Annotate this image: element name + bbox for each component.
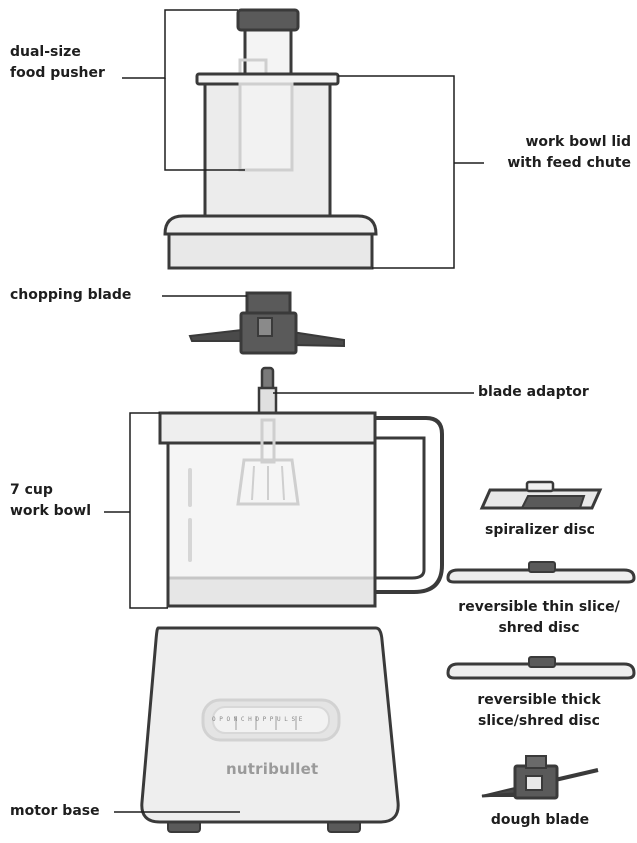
label-thick-disc-line2: slice/shred disc <box>446 711 632 732</box>
label-thin-disc-line1: reversible thin slice/ <box>446 597 632 618</box>
label-motor-base: motor base <box>10 801 100 822</box>
label-thick-disc-line1: reversible thick <box>446 690 632 711</box>
label-thin-disc-line2: shred disc <box>446 618 632 639</box>
label-dough-blade: dough blade <box>450 810 630 831</box>
brand-logo-text: nutribullet <box>226 760 318 778</box>
leader-food-pusher <box>122 10 238 78</box>
label-chopping-blade: chopping blade <box>10 285 131 306</box>
label-thin-disc: reversible thin slice/ shred disc <box>446 597 632 639</box>
label-blade-adaptor: blade adaptor <box>478 382 589 403</box>
chopping-blade <box>190 293 344 353</box>
label-thick-disc: reversible thick slice/shred disc <box>446 690 632 732</box>
label-work-bowl-line2: work bowl <box>10 501 91 522</box>
label-work-bowl: 7 cup work bowl <box>10 480 91 522</box>
dough-blade <box>482 756 598 798</box>
label-food-pusher: dual-size food pusher <box>10 42 105 84</box>
label-food-pusher-line2: food pusher <box>10 63 105 84</box>
label-work-bowl-line1: 7 cup <box>10 480 91 501</box>
control-panel-text: O P O N C H O P P U L S E <box>212 716 302 723</box>
thick-slice-disc <box>448 657 634 678</box>
work-bowl-lid <box>165 74 376 268</box>
thin-slice-disc <box>448 562 634 582</box>
work-bowl <box>160 413 442 606</box>
label-lid-line1: work bowl lid <box>507 132 631 153</box>
spiralizer-disc <box>482 482 600 508</box>
label-spiralizer-disc: spiralizer disc <box>450 520 630 541</box>
label-food-pusher-line1: dual-size <box>10 42 105 63</box>
motor-base <box>142 628 398 832</box>
blade-adaptor <box>259 368 276 416</box>
label-lid-line2: with feed chute <box>507 153 631 174</box>
label-lid: work bowl lid with feed chute <box>507 132 631 174</box>
